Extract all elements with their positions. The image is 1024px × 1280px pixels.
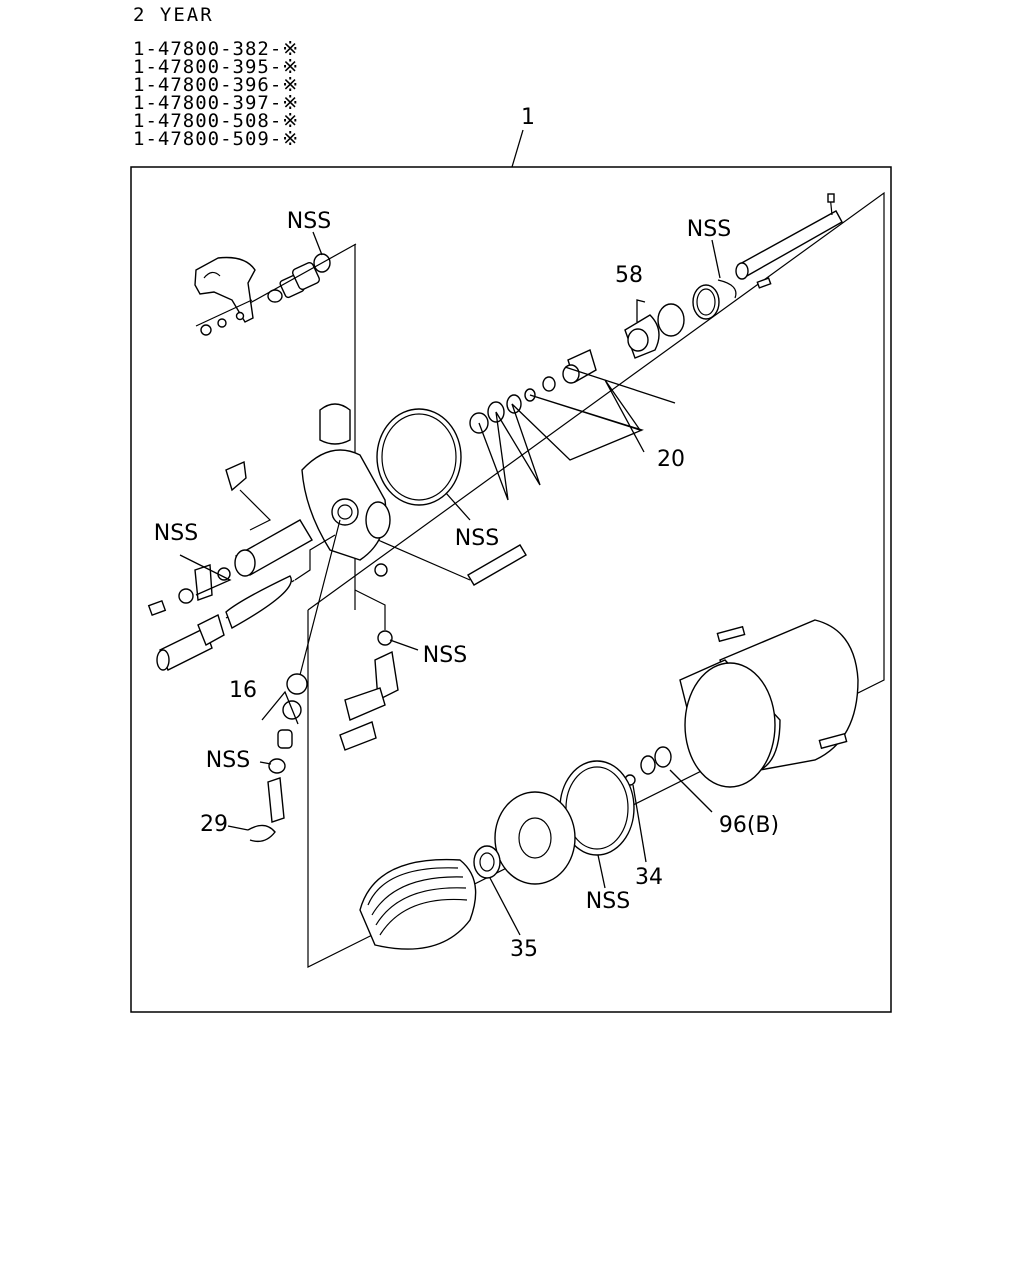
part-number: 1-47800-382-※ [133,38,300,60]
callout-nss-right: NSS [687,217,731,242]
callout-96b: 96(B) [719,813,779,838]
diagram-frame [130,166,892,1013]
callout-nss-oring: NSS [455,526,499,551]
callout-nss-mid: NSS [423,643,467,668]
part-number: 1-47800-509-※ [133,128,300,150]
callout-34: 34 [635,865,663,890]
pipe-spring-assembly [147,534,336,671]
year-label: 2 YEAR [133,4,214,26]
callout-16: 16 [229,678,257,703]
part-number: 1-47800-395-※ [133,56,300,78]
part-number: 1-47800-396-※ [133,74,300,96]
valve-body [225,244,527,610]
leader-lines [179,231,721,936]
callout-nss-left: NSS [154,521,198,546]
shaft-assembly [469,193,843,434]
part-number: 1-47800-508-※ [133,110,300,132]
callout-20: 20 [657,447,685,472]
header: 2 YEAR 1-47800-382-※ 1-47800-395-※ 1-478… [133,4,300,150]
o-ring-inner [381,413,457,501]
cylinder-assembly [359,619,859,950]
large-o-ring [376,408,462,506]
bracket-assembly [194,243,357,336]
assembly-leader [511,129,524,168]
part-number: 1-47800-397-※ [133,92,300,114]
callout-29: 29 [200,812,228,837]
callout-assembly: 1 [521,105,535,130]
elbow-fitting [339,589,399,751]
callout-nss-top: NSS [287,209,331,234]
callout-35: 35 [510,937,538,962]
callout-58: 58 [615,263,643,288]
group-outline [307,191,885,968]
callout-nss-low: NSS [206,748,250,773]
callout-nss-seal: NSS [586,889,630,914]
